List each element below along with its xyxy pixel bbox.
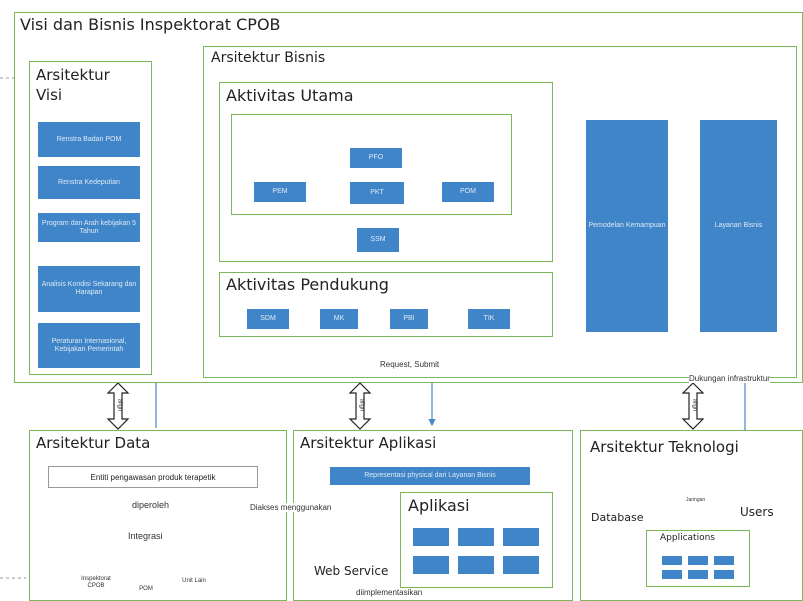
app-tile	[688, 556, 708, 565]
teknologi-users-label: Users	[740, 505, 774, 519]
app-tile	[688, 570, 708, 579]
representasi-bar: Representasi physical dari Layanan Bisni…	[330, 467, 530, 485]
pendukung-mk: MK	[320, 309, 358, 329]
applications-grid	[662, 556, 734, 580]
node-ssm: SSM	[357, 228, 399, 252]
align-arrow-aplikasi	[348, 382, 372, 430]
label-align-data: align	[116, 398, 123, 412]
visi-title-line1: Arsitektur	[36, 66, 110, 84]
applications-title: Applications	[660, 533, 715, 543]
align-arrow-data	[106, 382, 130, 430]
app-tile	[503, 556, 539, 574]
node-pfo: PFO	[350, 148, 402, 168]
db-label-inspektorat: Inspektorat CPOB	[81, 576, 111, 589]
bisnis-title: Arsitektur Bisnis	[211, 50, 326, 66]
label-align-teknologi: align	[691, 398, 698, 412]
db-label-pom: POM	[139, 586, 153, 592]
visi-item-renstra-badan: Renstra Badan POM	[38, 122, 140, 157]
teknologi-title: Arsitektur Teknologi	[590, 438, 739, 456]
label-diperoleh: diperoleh	[132, 500, 170, 510]
app-tile	[714, 556, 734, 565]
app-tile	[662, 570, 682, 579]
label-integrasi: Integrasi	[128, 531, 163, 541]
app-tile	[503, 528, 539, 546]
pendukung-title: Aktivitas Pendukung	[226, 275, 389, 294]
pendukung-pbi: PBI	[390, 309, 428, 329]
data-title: Arsitektur Data	[36, 434, 151, 452]
align-arrows	[106, 382, 705, 430]
teknologi-database-label: Database	[591, 511, 644, 524]
main-title: Visi dan Bisnis Inspektorat CPOB	[20, 15, 281, 34]
visi-item-renstra-kedeputian: Renstra Kedeputian	[38, 166, 140, 199]
pemodelan-kemampuan: Pemodelan Kemampuan	[586, 120, 668, 332]
align-arrow-teknologi	[681, 382, 705, 430]
visi-item-peraturan: Peraturan Internasional, Kebijakan Pemer…	[38, 323, 140, 368]
db-label-unit: Unit Lain	[182, 578, 206, 584]
web-service-label: Web Service	[314, 564, 389, 578]
label-align-aplikasi: align	[358, 398, 365, 412]
label-diakses: Diakses menggunakan	[250, 503, 332, 512]
teknologi-hub-label: Jaringan	[686, 497, 706, 503]
entity-box: Entiti pengawasan produk terapetik	[48, 466, 258, 488]
label-dukungan: Dukungan infrastruktur	[689, 374, 770, 383]
node-pkt: PKT	[350, 182, 404, 204]
pendukung-tik: TIK	[468, 309, 510, 329]
aplikasi-grid	[413, 528, 539, 576]
label-request: Request, Submit	[380, 360, 440, 369]
app-tile	[458, 556, 494, 574]
aplikasi-sub-title: Aplikasi	[408, 496, 470, 515]
layanan-bisnis: Layanan Bisnis	[700, 120, 777, 332]
aplikasi-title: Arsitektur Aplikasi	[300, 434, 437, 452]
visi-item-analisis: Analisis Kondisi Sekarang dan Harapan	[38, 266, 140, 312]
visi-item-program: Program dan Arah kebijakan 5 Tahun	[38, 213, 140, 242]
arsitektur-data	[29, 430, 287, 601]
app-tile	[662, 556, 682, 565]
pendukung-sdm: SDM	[247, 309, 289, 329]
app-tile	[458, 528, 494, 546]
app-tile	[413, 528, 449, 546]
node-pom: POM	[442, 182, 494, 202]
label-diimplementasikan: diimplementasikan	[356, 588, 423, 597]
utama-title: Aktivitas Utama	[226, 86, 354, 105]
visi-title-line2: Visi	[36, 86, 63, 104]
node-pem: PEM	[254, 182, 306, 202]
app-tile	[714, 570, 734, 579]
app-tile	[413, 556, 449, 574]
